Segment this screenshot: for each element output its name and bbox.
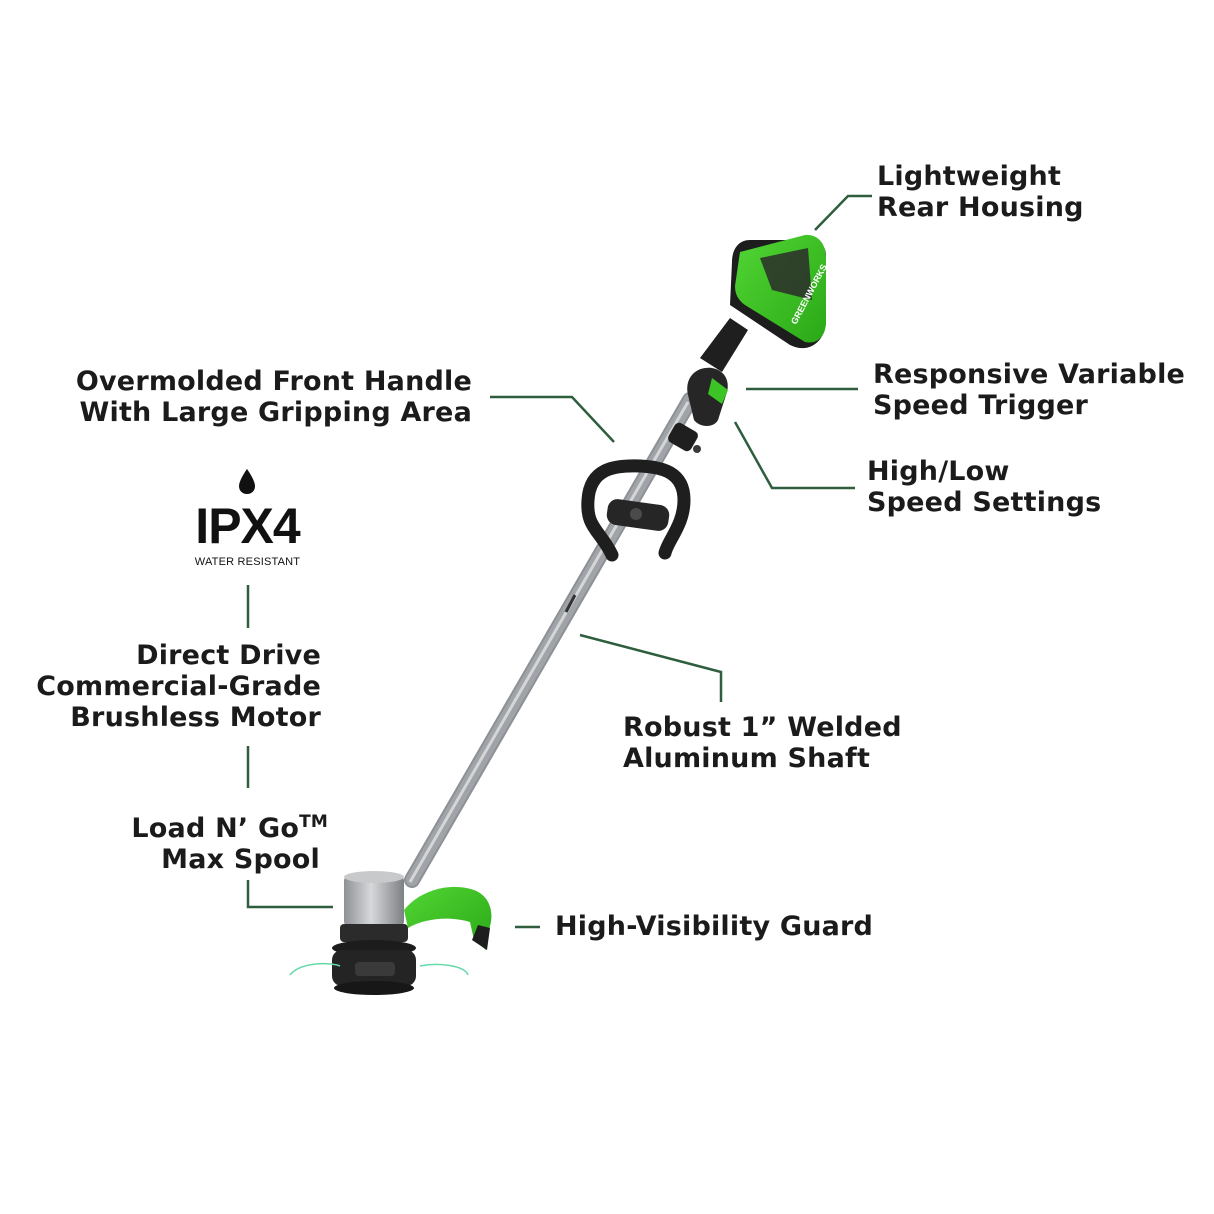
front-handle xyxy=(581,459,691,562)
leader-shaft xyxy=(579,633,723,702)
leader-spool xyxy=(246,880,333,909)
callout-spool-line1: Load N’ GoTM xyxy=(60,807,328,844)
callout-shaft: Robust 1” Welded Aluminum Shaft xyxy=(623,712,902,774)
leader-speed-settings xyxy=(733,421,855,490)
callout-front-handle-line1: Overmolded Front Handle xyxy=(75,366,472,397)
callout-rear-housing-line2: Rear Housing xyxy=(877,192,1084,223)
leader-lines xyxy=(246,194,872,929)
ipx4-code: IPX4 xyxy=(195,498,300,554)
callout-rear-housing: Lightweight Rear Housing xyxy=(877,161,1084,223)
ipx4-label: WATER RESISTANT xyxy=(194,556,301,568)
callout-guard-line1: High-Visibility Guard xyxy=(555,911,874,942)
callout-motor-line3: Brushless Motor xyxy=(70,702,321,733)
leader-front-handle xyxy=(490,395,615,443)
aluminum-shaft xyxy=(404,392,698,888)
trademark-symbol: TM xyxy=(299,812,328,832)
callout-motor-line2: Commercial-Grade xyxy=(36,671,321,702)
callout-speed-settings: High/Low Speed Settings xyxy=(867,456,1101,518)
trigger-handle xyxy=(687,318,748,426)
ipx4-badge: IPX4 WATER RESISTANT xyxy=(180,470,315,568)
callout-shaft-line1: Robust 1” Welded xyxy=(623,712,902,743)
motor-head xyxy=(340,871,408,942)
callout-trigger-line1: Responsive Variable xyxy=(873,359,1186,390)
callout-front-handle-line2: With Large Gripping Area xyxy=(79,397,472,428)
callout-front-handle: Overmolded Front Handle With Large Gripp… xyxy=(60,366,472,428)
callout-spool: Load N’ GoTM Max Spool xyxy=(60,807,328,875)
callout-guard: High-Visibility Guard xyxy=(555,911,873,942)
rear-housing: GREENWORKS xyxy=(730,234,829,349)
callout-motor-line1: Direct Drive xyxy=(136,640,321,671)
callout-trigger-line2: Speed Trigger xyxy=(873,390,1089,421)
callout-rear-housing-line1: Lightweight xyxy=(877,161,1062,192)
callout-speed-settings-line2: Speed Settings xyxy=(867,487,1102,518)
leader-rear-housing xyxy=(814,194,872,231)
callout-speed-settings-line1: High/Low xyxy=(867,456,1010,487)
callout-spool-line2: Max Spool xyxy=(161,844,320,875)
callout-shaft-line2: Aluminum Shaft xyxy=(623,743,871,774)
high-visibility-guard xyxy=(404,886,492,950)
callout-trigger: Responsive Variable Speed Trigger xyxy=(873,359,1185,421)
callout-spool-line1-main: Load N’ Go xyxy=(131,813,300,844)
water-drop-icon xyxy=(239,469,255,494)
callout-motor: Direct Drive Commercial-Grade Brushless … xyxy=(10,640,321,733)
speed-collar xyxy=(668,422,701,453)
spool xyxy=(289,940,469,995)
